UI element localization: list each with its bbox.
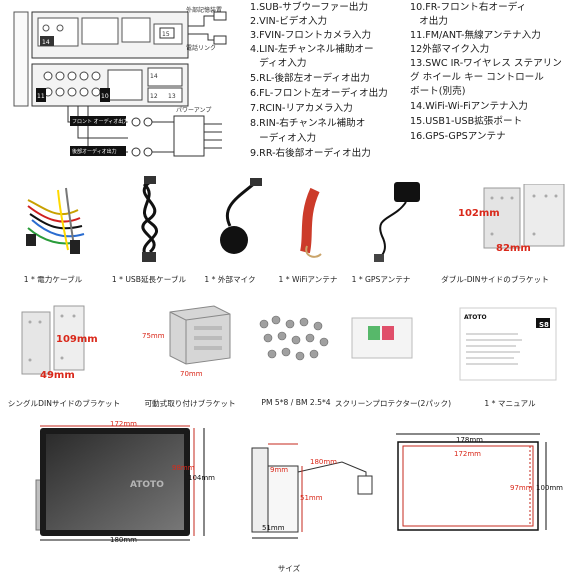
caption-screen-protector: スクリーンプロテクター(2パック) bbox=[334, 399, 452, 408]
accessories-row-1: 102mm 82mm 1 * 電力ケーブル 1 * USB延長ケーブル 1 * … bbox=[0, 176, 578, 288]
front-view-diagram bbox=[30, 424, 210, 544]
legend-item: オ出力 bbox=[410, 16, 448, 27]
wiring-number-14a: 14 bbox=[42, 39, 50, 46]
legend-item: 9.RR-右後部オーディオ出力 bbox=[250, 148, 371, 159]
wiring-label-rear: 後部オーディオ出力 bbox=[72, 148, 117, 155]
caption-microphone: 1 * 外部マイク bbox=[204, 275, 256, 284]
dim-front-side-outer: 104mm bbox=[188, 474, 215, 482]
caption-double-din-bracket: ダブル-DINサイドのブラケット bbox=[441, 275, 549, 284]
legend-item: 11.FM/ANT-無線アンテナ入力 bbox=[410, 30, 541, 41]
wiring-number-15: 15 bbox=[162, 31, 170, 38]
legend-item: ディオ入力 bbox=[250, 58, 307, 69]
dim-screen-inner-side: 97mm bbox=[510, 484, 533, 492]
dim-side-top-a: 9mm bbox=[270, 466, 289, 474]
caption-power-cable: 1 * 電力ケーブル bbox=[23, 275, 83, 284]
single-din-bracket-icon bbox=[18, 304, 90, 380]
wiring-diagram: 14 15 11 10 14 12 13 外部記憶装置 電話リンク bbox=[8, 4, 230, 164]
wiring-diagram-svg: 14 15 11 10 14 12 13 外部記憶装置 電話リンク bbox=[13, 6, 227, 157]
screws-icon bbox=[254, 314, 334, 368]
dim-double-din-height: 102mm bbox=[458, 208, 500, 219]
dim-side-mid: 51mm bbox=[300, 494, 323, 502]
legend-item: 7.RCIN-リアカメラ入力 bbox=[250, 103, 353, 114]
dim-mount-height: 75mm bbox=[142, 332, 165, 340]
wiring-label-amp: パワーアンプ bbox=[176, 107, 211, 114]
caption-wifi-antenna: 1 * WiFiアンテナ bbox=[278, 275, 338, 284]
legend-item: 12外部マイク入力 bbox=[410, 44, 490, 55]
legend-item: 2.VIN-ビデオ入力 bbox=[250, 16, 328, 27]
dim-single-din-height: 109mm bbox=[56, 334, 98, 345]
wiring-number-12: 12 bbox=[150, 93, 158, 100]
legend-item: 8.RIN-右チャンネル補助オ bbox=[250, 118, 366, 129]
dim-single-din-width: 49mm bbox=[40, 370, 75, 381]
wiring-number-14b: 14 bbox=[150, 73, 158, 80]
wiring-number-11: 11 bbox=[37, 93, 45, 100]
sizes-row: 172mm 98mm 104mm 180mm ATOTO 9mm 180mm 5… bbox=[0, 414, 578, 562]
caption-single-din-bracket: シングルDINサイドのブラケット bbox=[7, 399, 121, 408]
microphone-icon bbox=[200, 176, 270, 264]
dim-screen-top: 178mm bbox=[456, 436, 483, 444]
dim-screen-inner-top: 172mm bbox=[454, 450, 481, 458]
legend-right: 10.FR-フロント右オーディ オ出力 11.FM/ANT-無線アンテナ入力 1… bbox=[410, 2, 576, 172]
dim-side-top-b: 180mm bbox=[310, 458, 337, 466]
legend-item: 4.LIN-左チャンネル補助オー bbox=[250, 44, 374, 55]
legend-item: 16.GPS-GPSアンテナ bbox=[410, 131, 506, 142]
usb-cable-icon bbox=[120, 176, 180, 264]
gps-antenna-icon bbox=[364, 176, 428, 264]
side-view-diagram bbox=[246, 426, 386, 544]
legend-item: 13.SWC IR-ワイヤレス ステアリン bbox=[410, 58, 562, 69]
wifi-antenna-icon bbox=[285, 176, 340, 264]
screen-protector-icon bbox=[350, 316, 414, 360]
legend-item: グ ホイール キー コントロール bbox=[410, 72, 544, 83]
dim-screen-side: 100mm bbox=[536, 484, 563, 492]
legend-item: 1.SUB-サブウーファー出力 bbox=[250, 2, 369, 13]
watermark: ATOTO bbox=[130, 480, 164, 490]
legend-item: 6.FL-フロント左オーディオ出力 bbox=[250, 88, 388, 99]
wiring-label-phone: 電話リンク bbox=[186, 44, 216, 52]
dim-front-top: 172mm bbox=[110, 420, 137, 428]
manual-badge: S8 bbox=[539, 321, 549, 329]
dim-side-bottom: 51mm bbox=[262, 524, 285, 532]
dim-front-side: 98mm bbox=[172, 464, 195, 472]
mounting-bracket-icon bbox=[164, 302, 236, 368]
caption-manual: 1 * マニュアル bbox=[484, 399, 536, 408]
manual-icon bbox=[458, 306, 558, 382]
legend-item: 15.USB1-USB拡張ポート bbox=[410, 116, 523, 127]
dim-double-din-width: 82mm bbox=[496, 243, 531, 254]
wiring-number-10: 10 bbox=[101, 93, 109, 100]
sizes-caption: サイズ bbox=[277, 564, 301, 573]
caption-usb-cable: 1 * USB延長ケーブル bbox=[111, 275, 187, 284]
power-cable-icon bbox=[18, 180, 98, 264]
caption-mounting-bracket: 可動式取り付けブラケット bbox=[144, 399, 236, 408]
dim-front-bottom: 180mm bbox=[110, 536, 137, 544]
screen-outline-diagram bbox=[390, 428, 556, 538]
legend-item: 14.WiFi-Wi-Fiアンテナ入力 bbox=[410, 101, 528, 112]
legend-item: 3.FVIN-フロントカメラ入力 bbox=[250, 30, 372, 41]
legend-left: 1.SUB-サブウーファー出力 2.VIN-ビデオ入力 3.FVIN-フロントカ… bbox=[250, 2, 410, 162]
wiring-label-storage: 外部記憶装置 bbox=[186, 6, 222, 14]
legend-item: ボート(別売) bbox=[410, 86, 466, 97]
legend-item: ーディオ入力 bbox=[250, 133, 317, 144]
manual-brand: ATOTO bbox=[464, 314, 487, 321]
accessories-row-2: 109mm 49mm 75mm 70mm bbox=[0, 292, 578, 410]
caption-gps-antenna: 1 * GPSアンテナ bbox=[351, 275, 411, 284]
wiring-label-front: フロント オーディオ出力 bbox=[72, 118, 128, 125]
double-din-bracket-icon bbox=[480, 183, 570, 256]
wiring-number-13: 13 bbox=[168, 93, 176, 100]
caption-screws: PM 5*8 / BM 2.5*4 bbox=[261, 398, 331, 407]
legend-item: 10.FR-フロント右オーディ bbox=[410, 2, 527, 13]
dim-mount-width: 70mm bbox=[180, 370, 203, 378]
legend-item: 5.RL-後部左オーディオ出力 bbox=[250, 73, 370, 84]
